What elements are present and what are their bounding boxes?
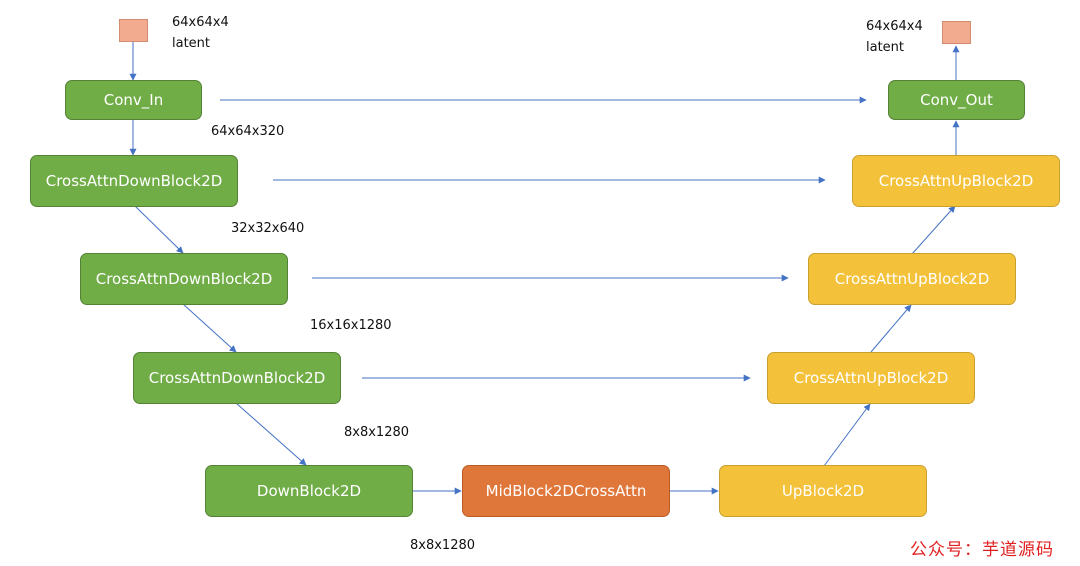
input-latent-label: 64x64x4 latent — [172, 12, 229, 54]
down-block-3: CrossAttnDownBlock2D — [133, 352, 341, 404]
arrow-up1-to-up2 — [823, 403, 871, 467]
down-block-1: CrossAttnDownBlock2D — [30, 155, 238, 207]
conv-in-block: Conv_In — [65, 80, 202, 120]
output-name-label: latent — [866, 40, 905, 55]
arrow-up3-to-up4 — [911, 205, 956, 255]
output-size-label: 64x64x4 — [866, 19, 923, 34]
watermark: 公众号：芋道源码 — [910, 540, 1054, 560]
shape-label-64x64x320: 64x64x320 — [211, 124, 285, 139]
up-block-1: UpBlock2D — [719, 465, 927, 517]
conv-out-block: Conv_Out — [888, 80, 1025, 120]
arrow-down2-to-down3 — [182, 303, 237, 353]
input-name-label: latent — [172, 36, 211, 51]
shape-label-32x32x640: 32x32x640 — [231, 221, 305, 236]
output-latent-block — [942, 21, 971, 44]
mid-block: MidBlock2DCrossAttn — [462, 465, 670, 517]
shape-label-16x16x1280: 16x16x1280 — [310, 318, 392, 333]
output-latent-label: 64x64x4 latent — [866, 16, 923, 58]
shape-label-8x8x1280-mid: 8x8x1280 — [410, 538, 476, 553]
input-size-label: 64x64x4 — [172, 15, 229, 30]
down-block-4: DownBlock2D — [205, 465, 413, 517]
input-latent-block — [119, 19, 148, 42]
arrow-up2-to-up3 — [870, 304, 912, 353]
up-block-4: CrossAttnUpBlock2D — [852, 155, 1060, 207]
up-block-2: CrossAttnUpBlock2D — [767, 352, 975, 404]
arrow-down1-to-down2 — [134, 205, 184, 254]
shape-label-8x8x1280-encoder: 8x8x1280 — [344, 425, 410, 440]
down-block-2: CrossAttnDownBlock2D — [80, 253, 288, 305]
arrow-down3-to-down4 — [235, 402, 307, 466]
up-block-3: CrossAttnUpBlock2D — [808, 253, 1016, 305]
